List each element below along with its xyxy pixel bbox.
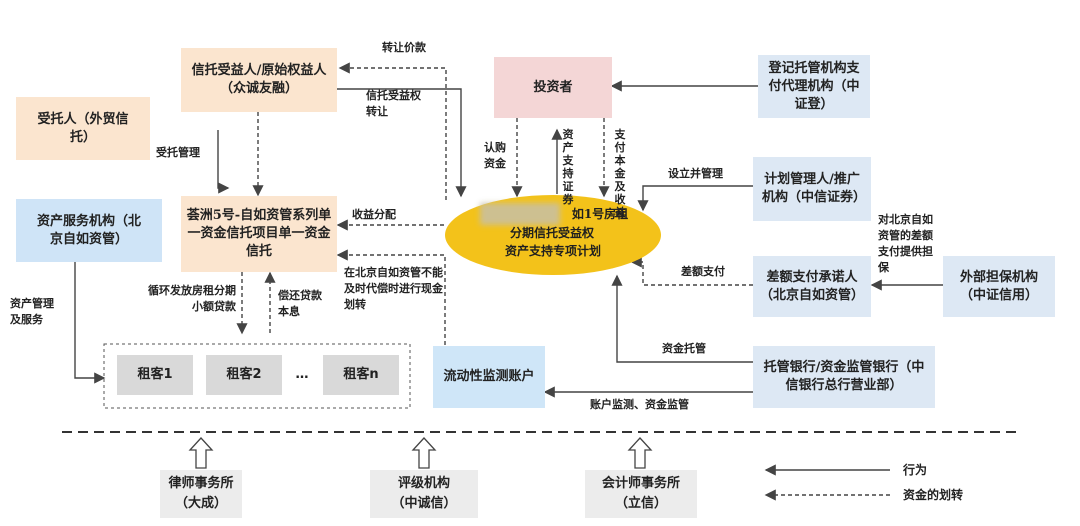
external-guarantor-box: 外部担保机构（中证信用） [943, 256, 1055, 317]
rating-up-arrow [411, 437, 437, 469]
tenant-n-box: 租客n [323, 355, 399, 395]
investor-box: 投资者 [494, 57, 612, 118]
rating-agency-label: 评级机构（中诚信） [391, 476, 457, 511]
abs-plan-line1: 如1号房租 [571, 207, 629, 221]
custodian-bank-box: 托管银行/资金监管银行（中信银行总行营业部） [753, 346, 935, 408]
arrow-liquidity-to-plan [336, 249, 446, 345]
label-repay-loans: 偿还贷款本息 [278, 289, 322, 318]
tenant-n-label: 租客n [343, 367, 379, 382]
external-guarantor-label: 外部担保机构（中证信用） [959, 269, 1038, 303]
accounting-up-arrow [627, 437, 653, 469]
label-entrusted-management: 受托管理 [156, 146, 200, 159]
blurred-redaction [480, 203, 560, 225]
legend-behavior-label: 行为 [903, 463, 928, 477]
arrow-provider-to-abs [630, 256, 753, 286]
accounting-firm-label: 会计师事务所（立信） [601, 476, 680, 511]
tenant-2-label: 租客2 [226, 367, 262, 382]
arrow-servicer-to-tenants [74, 262, 106, 384]
law-firm-up-arrow [188, 437, 214, 469]
shortfall-provider-box: 差额支付承诺人（北京自如资管） [753, 256, 871, 317]
law-firm-label: 律师事务所（大成） [168, 476, 234, 511]
label-shortfall-payment: 差额支付 [681, 265, 725, 278]
label-transfer-consideration: 转让价款 [382, 41, 426, 54]
label-guarantee-note: 对北京自如资管的差额支付提供担保 [878, 213, 933, 274]
tenant-1-box: 租客1 [117, 355, 193, 395]
investor-label: 投资者 [533, 79, 573, 95]
trust-plan-label: 荟洲5号-自如资管系列单一资金信托项目单一资金信托 [186, 208, 332, 259]
tenant-ellipsis: … [286, 355, 318, 395]
arrow-manager-to-abs [637, 185, 753, 212]
label-income-distribution: 收益分配 [352, 208, 396, 221]
arrow-trustee-to-plan [217, 130, 230, 194]
shortfall-provider-label: 差额支付承诺人（北京自如资管） [759, 269, 864, 303]
accounting-firm-box: 会计师事务所（立信） [585, 470, 697, 518]
trust-beneficiary-label: 信托受益人/原始权益人（众诚友融） [191, 63, 327, 96]
trust-plan-box: 荟洲5号-自如资管系列单一资金信托项目单一资金信托 [181, 196, 337, 272]
tenant-2-box: 租客2 [206, 355, 282, 395]
label-asset-mgmt-service: 资产管理及服务 [10, 297, 54, 326]
trust-beneficiary-box: 信托受益人/原始权益人（众诚友融） [181, 48, 337, 112]
rating-agency-box: 评级机构（中诚信） [370, 470, 478, 518]
plan-manager-box: 计划管理人/推广机构（中信证券） [753, 157, 871, 221]
label-cash-transfer-note: 在北京自如资管不能及时代偿时进行现金划转 [344, 266, 443, 311]
label-pay-principal-income: 支付本金及收益 [614, 128, 626, 219]
custodian-bank-label: 托管银行/资金监管银行（中信银行总行营业部） [763, 360, 925, 393]
trustee-box: 受托人（外贸信托） [16, 97, 150, 160]
arrow-beneficiary-to-abs [337, 88, 467, 198]
plan-manager-label: 计划管理人/推广机构（中信证券） [762, 172, 867, 205]
abs-plan-line2: 分期信托受益权 [509, 226, 594, 240]
arrow-custodian-to-abs [611, 274, 753, 363]
asset-servicer-box: 资产服务机构（北京自如资管） [16, 199, 162, 262]
label-subscription-funds: 认购资金 [484, 141, 506, 170]
tenants-group-frame [103, 343, 411, 409]
abs-plan-line3: 资产支持专项计划 [504, 244, 601, 258]
label-revolving-loans: 循环发放房租分期小额贷款 [148, 284, 236, 313]
label-fund-custody: 资金托管 [662, 342, 706, 355]
label-account-monitoring: 账户监测、资金监管 [590, 398, 689, 411]
label-establish-manage: 设立并管理 [668, 167, 723, 180]
registrar-box: 登记托管机构支付代理机构（中证登） [758, 55, 870, 118]
asset-servicer-label: 资产服务机构（北京自如资管） [36, 213, 141, 247]
registrar-label: 登记托管机构支付代理机构（中证登） [768, 60, 860, 112]
tenant-1-label: 租客1 [137, 367, 173, 382]
trustee-label: 受托人（外贸信托） [37, 111, 129, 145]
arrow-abs-to-beneficiary [338, 62, 447, 200]
liquidity-account-label: 流动性监测账户 [443, 369, 535, 384]
tenant-ellipsis-label: … [295, 367, 309, 382]
legend-fund-transfer-label: 资金的划转 [903, 488, 964, 502]
law-firm-box: 律师事务所（大成） [160, 470, 242, 518]
liquidity-account-box: 流动性监测账户 [433, 346, 545, 408]
label-asset-backed-securities: 资产支持证券 [562, 128, 574, 206]
label-trust-beneficial-transfer: 信托受益权转让 [366, 89, 421, 118]
